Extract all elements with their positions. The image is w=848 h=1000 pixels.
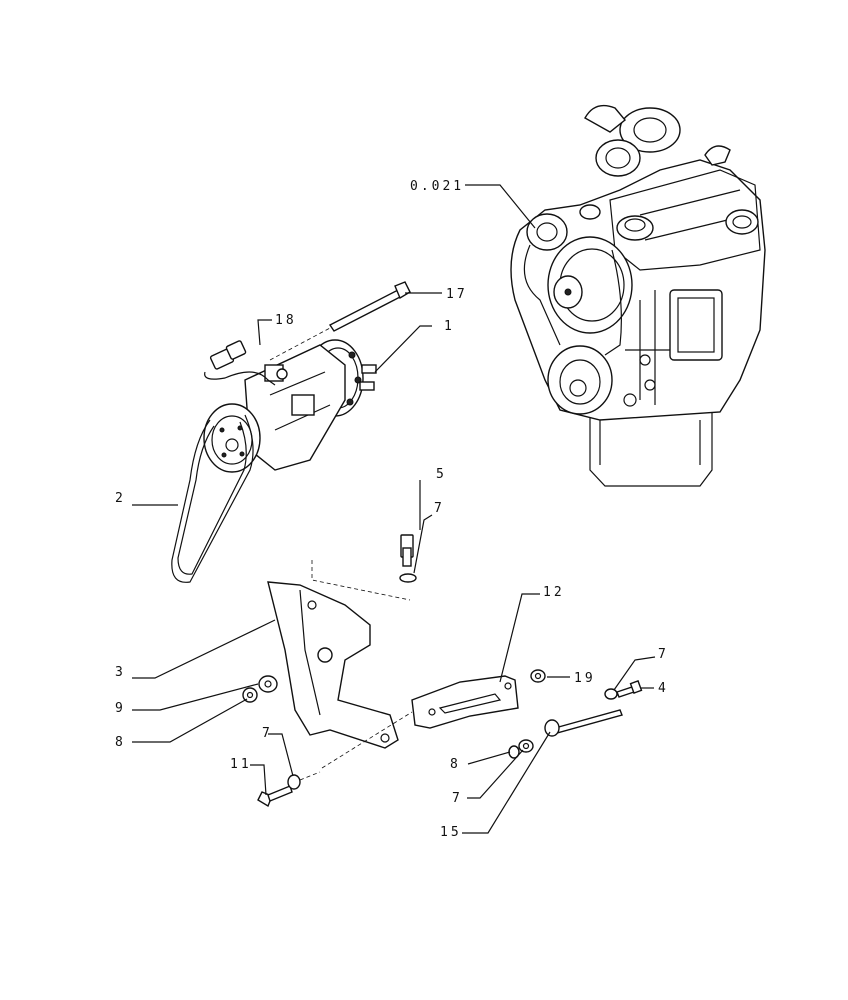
callout-belt-2: 2 — [115, 491, 126, 506]
callout-washer-7b: 7 — [658, 647, 669, 662]
engine-drawing — [510, 104, 766, 487]
sensor-connector-drawing — [204, 340, 276, 386]
bracket-3-drawing — [267, 560, 411, 749]
bolt-5-drawing — [399, 534, 417, 583]
callout-bolt-5: 5 — [436, 467, 447, 482]
callout-washer-9: 9 — [115, 701, 126, 716]
callout-compressor-1: 1 — [444, 319, 455, 334]
callout-washer-7a: 7 — [434, 501, 445, 516]
callout-labels: 0.021 17 18 1 2 5 7 12 3 19 7 4 9 8 7 11… — [115, 179, 669, 840]
turbocharger — [584, 104, 731, 177]
callout-bolt-17: 17 — [446, 287, 468, 302]
callout-nut-8b: 8 — [450, 757, 461, 772]
ac-compressor-drawing — [171, 339, 377, 583]
bolt-11-drawing — [257, 771, 321, 808]
callout-nut-19: 19 — [574, 671, 596, 686]
bolt-17-drawing — [269, 281, 411, 361]
callout-sensor-18: 18 — [275, 313, 297, 328]
callout-bracket-3: 3 — [115, 665, 126, 680]
callout-nut-8a: 8 — [115, 735, 126, 750]
callout-brace-12: 12 — [543, 585, 565, 600]
callout-bolt-4: 4 — [658, 681, 669, 696]
leader-lines — [132, 184, 656, 834]
nut-19-drawing — [530, 669, 546, 683]
brace-12-drawing — [321, 675, 519, 769]
callout-stud-15: 15 — [440, 825, 462, 840]
stud-15-drawing — [508, 709, 623, 759]
callout-engine: 0.021 — [410, 179, 464, 194]
callout-bolt-11: 11 — [230, 757, 252, 772]
callout-washer-7c: 7 — [262, 726, 273, 741]
bolt-4-drawing — [604, 680, 643, 700]
callout-washer-7d: 7 — [452, 791, 463, 806]
washer-nut-left-drawing — [242, 675, 278, 703]
